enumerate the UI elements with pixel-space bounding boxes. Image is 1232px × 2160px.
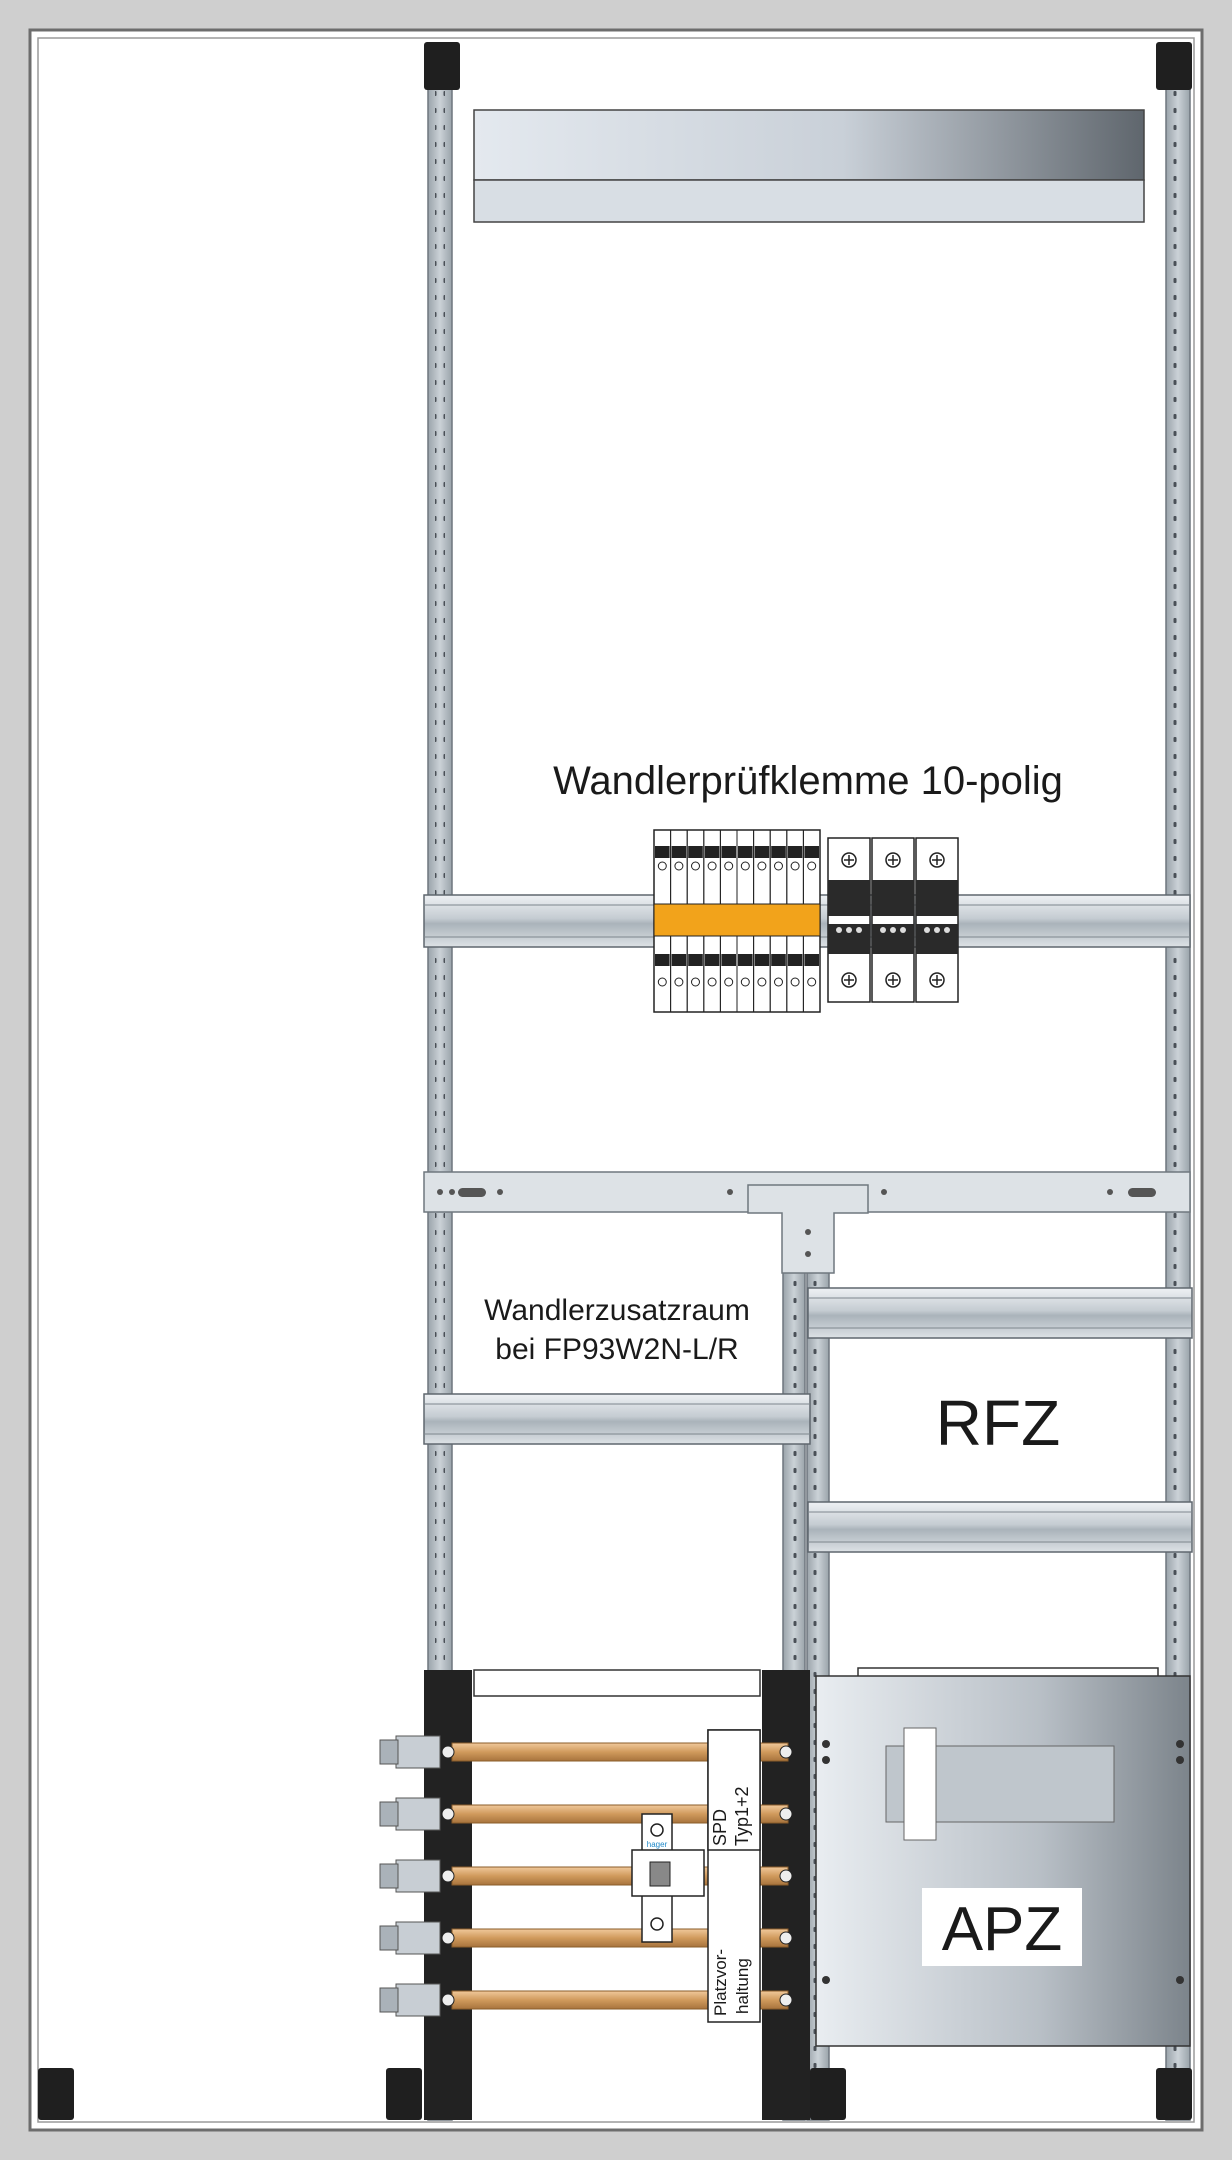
apz-label: APZ bbox=[942, 1895, 1063, 1964]
reserve-label-line2: haltung bbox=[733, 1958, 752, 2014]
test-terminal-label: Wandlerprüfklemme 10-polig bbox=[553, 759, 1063, 803]
busbar bbox=[379, 1983, 793, 2017]
isolator-terminal bbox=[871, 837, 915, 1003]
test-terminal-block bbox=[653, 829, 821, 1013]
reserve-label-line1: Platzvor- bbox=[711, 1949, 730, 2016]
breaker-device bbox=[631, 1813, 705, 1943]
busbar bbox=[379, 1797, 793, 1831]
mounting-bracket bbox=[423, 1171, 1191, 1274]
extra-space-label-line1: Wandlerzusatzraum bbox=[484, 1294, 750, 1327]
busbar-zone-top-cover bbox=[473, 1669, 761, 1697]
din-rail-rfz-top bbox=[807, 1287, 1193, 1339]
isolator-terminal bbox=[827, 837, 871, 1003]
busbar bbox=[379, 1735, 793, 1769]
din-rail-rfz-bottom bbox=[807, 1501, 1193, 1553]
busbars bbox=[379, 1735, 793, 2017]
spd-label-line1: SPD bbox=[710, 1809, 730, 1846]
top-cover-strip bbox=[473, 109, 1145, 223]
apz-module bbox=[815, 1667, 1191, 2047]
isolator-terminals bbox=[827, 837, 959, 1003]
spd-module bbox=[707, 1729, 761, 2023]
din-rail-extra-space bbox=[423, 1393, 811, 1445]
busbar bbox=[379, 1921, 793, 1955]
spd-label-line2: Typ1+2 bbox=[732, 1786, 752, 1846]
busbar-holder-right bbox=[762, 1670, 810, 2120]
breaker-brand-logo: hager bbox=[647, 1840, 668, 1849]
extra-space-label-line2: bei FP93W2N-L/R bbox=[495, 1333, 738, 1366]
rfz-label: RFZ bbox=[936, 1387, 1060, 1459]
isolator-terminal bbox=[915, 837, 959, 1003]
